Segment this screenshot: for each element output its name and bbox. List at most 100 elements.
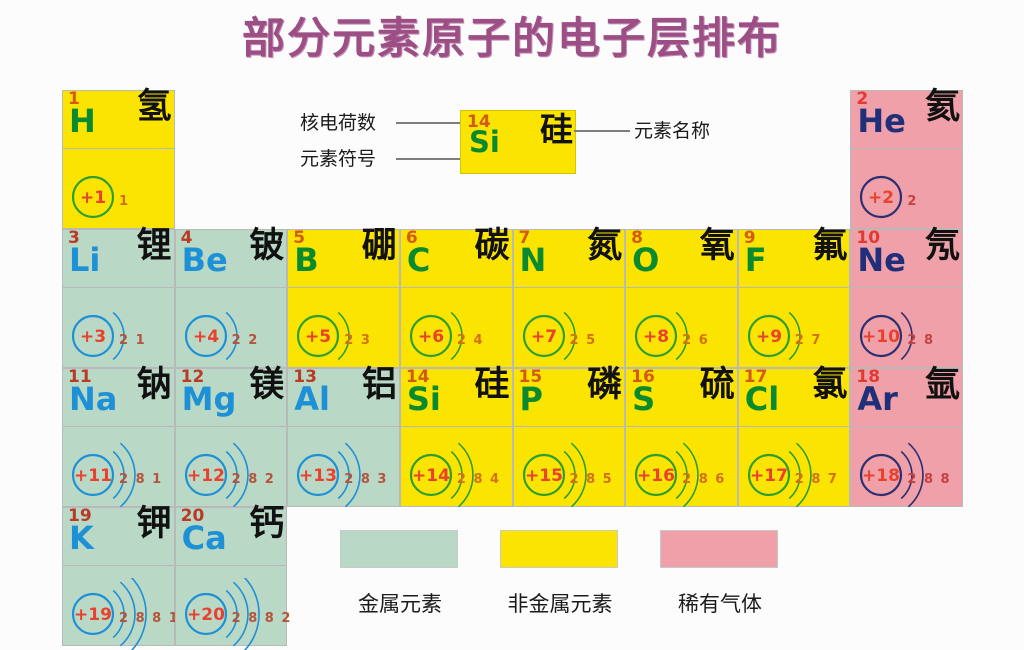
svg-text:+10: +10 [862,327,900,347]
sample-atomic-number: 14 [467,112,491,132]
element-symbol: He [857,102,906,140]
shell-electron-counts: 2 7 [794,333,822,348]
atomic-number: 10 [856,228,881,248]
element-name: 氯 [812,365,848,405]
annotation-label-symbol: 元素符号 [300,148,377,170]
element-name: 钾 [136,504,172,544]
shell-electron-counts: 2 8 2 [231,472,276,487]
atomic-number: 6 [405,228,418,248]
atomic-number: 13 [293,367,317,387]
legend-swatch-noble [660,530,778,568]
element-name: 碳 [474,226,510,266]
sample-element-symbol: Si [469,125,500,159]
atomic-number: 1 [68,89,80,109]
element-symbol: Cl [744,380,780,418]
atomic-number: 12 [180,367,205,387]
element-name: 铍 [249,226,285,266]
element-symbol: Ca [181,519,227,557]
annotation-leader-name [574,130,630,132]
shell-electron-counts: 2 2 [231,333,259,348]
element-symbol: K [69,519,94,557]
element-symbol: O [632,241,660,279]
element-name: 氢 [136,87,172,127]
element-name: 氖 [924,226,960,266]
element-name: 钠 [136,365,172,405]
shell-electron-counts: 2 8 7 [794,472,839,487]
page-title: 部分元素原子的电子层排布 [242,16,782,63]
atomic-number: 3 [68,228,80,248]
atomic-number: 11 [68,367,92,387]
element-name: 磷 [587,365,623,405]
atomic-number: 19 [68,506,92,526]
atomic-number: 8 [631,228,643,248]
svg-text:+3: +3 [80,327,106,347]
shell-electron-counts: 2 8 1 [119,472,163,487]
shell-electron-counts: 2 8 8 1 [119,611,180,626]
atomic-number: 16 [631,367,655,387]
element-symbol: Li [69,241,101,279]
element-name: 硫 [699,365,735,405]
legend-item-metal: 金属元素 [340,530,460,618]
atomic-number: 2 [856,89,869,109]
atomic-number: 9 [743,228,756,248]
atomic-number: 7 [518,228,531,248]
svg-text:+14: +14 [412,466,450,486]
shell-electron-counts: 2 8 3 [344,472,388,487]
category-legend: 金属元素非金属元素稀有气体 [340,530,800,630]
element-symbol: H [69,102,96,140]
svg-text:+12: +12 [187,466,225,486]
element-name: 氮 [587,226,623,266]
element-name: 硼 [361,226,397,266]
element-name: 锂 [136,226,172,266]
atomic-number: 17 [743,367,768,387]
element-symbol: Al [294,380,330,418]
svg-text:+1: +1 [80,188,106,208]
legend-swatch-nonmetal [500,530,618,568]
element-symbol: Be [181,241,228,279]
element-name: 钙 [249,504,285,544]
